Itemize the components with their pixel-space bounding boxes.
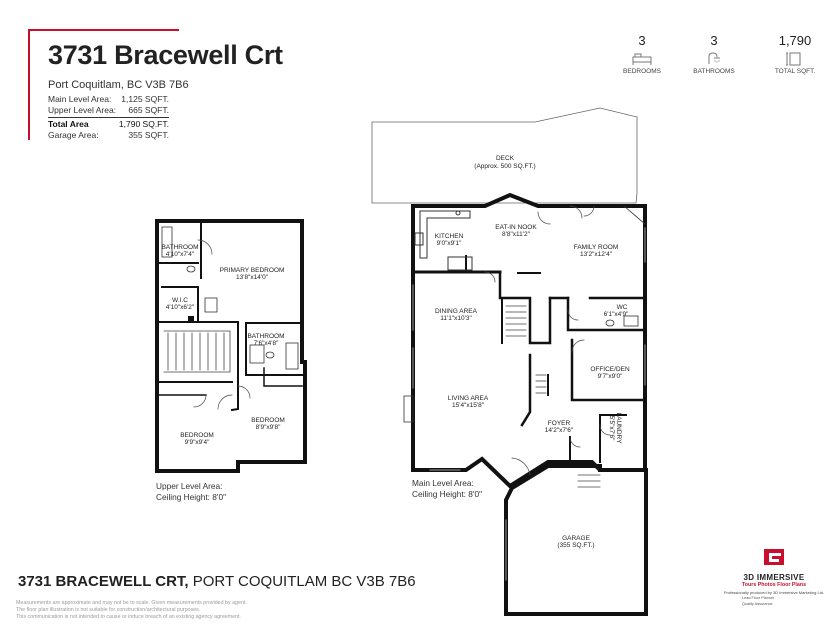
main-level-plan — [371, 107, 648, 616]
brand-name: 3D IMMERSIVE — [743, 573, 805, 582]
room-label-upper-bath-1: BATHROOM — [161, 244, 198, 251]
stat-bedrooms-value: 3 — [638, 33, 646, 48]
room-dims-wc: 6'1"x4'9" — [604, 311, 629, 318]
main-level-note: Main Level Area: Ceiling Height: 8'0" — [412, 478, 482, 499]
room-dims-bedroom-3: 9'9"x9'4" — [185, 439, 210, 446]
bed-icon — [632, 53, 652, 65]
room-dims-deck: (Approx. 500 SQ.FT.) — [474, 163, 535, 170]
stat-total-sqft: 1,790 TOTAL SQFT. — [760, 33, 830, 75]
room-dims-upper-bath-1: 4'10"x7'4" — [166, 251, 195, 258]
room-dims-living-area: 15'4"x15'8" — [452, 402, 485, 409]
footer-address: 3731 BRACEWELL CRT, PORT COQUITLAM BC V3… — [18, 573, 416, 590]
room-dims-garage: (355 SQ.FT.) — [557, 542, 594, 549]
footer-address-street: 3731 BRACEWELL CRT, — [18, 573, 189, 590]
room-dims-bedroom-2: 8'9"x9'8" — [256, 424, 281, 431]
room-label-office-den: OFFICE/DEN — [590, 366, 630, 373]
header-accent-rule-vertical — [28, 29, 30, 140]
room-label-wc: WC — [617, 304, 628, 311]
stat-sqft-value: 1,790 — [778, 33, 812, 48]
room-dims-wic: 4'10"x6'2" — [166, 304, 195, 311]
stat-bedrooms: 3 BEDROOMS — [607, 33, 677, 75]
room-label-deck: DECK — [496, 155, 515, 162]
measure-icon — [786, 52, 801, 66]
brand-quality: Quality Assurance — [742, 602, 773, 606]
area-summary: Main Level Area:1,125 SQFT. Upper Level … — [48, 94, 169, 140]
main-room-labels: DECK (Approx. 500 SQ.FT.) KITCHEN 9'0"x9… — [435, 155, 630, 549]
stat-sqft-label: TOTAL SQFT. — [774, 68, 816, 75]
room-label-family-room: FAMILY ROOM — [574, 244, 619, 251]
room-label-eat-in-nook: EAT-IN NOOK — [495, 224, 537, 231]
room-dims-family-room: 13'2"x12'4" — [580, 251, 613, 258]
disclaimer-line-2: The floor plan illustration is not suita… — [16, 607, 201, 613]
room-label-dining-area: DINING AREA — [435, 308, 478, 315]
room-label-bedroom-3: BEDROOM — [180, 432, 214, 439]
room-label-foyer: FOYER — [548, 420, 571, 427]
room-dims-upper-bath-2: 7'6"x4'8" — [254, 340, 279, 347]
area-row-garage: Garage Area:355 SQFT. — [48, 129, 169, 140]
stat-bedrooms-label: BEDROOMS — [623, 68, 661, 75]
disclaimer-line-1: Measurements are approximate and may not… — [16, 600, 247, 606]
main-level-area-label: Main Level Area: — [412, 478, 474, 488]
disclaimer: Measurements are approximate and may not… — [16, 600, 266, 621]
room-dims-primary-bedroom: 13'8"x14'0" — [236, 274, 269, 281]
brand-credit: Professionally produced by 3D Immersive … — [723, 590, 825, 595]
shower-icon — [708, 52, 720, 64]
room-dims-laundry: 5'5"x7'6" — [608, 416, 615, 441]
stat-bathrooms-value: 3 — [710, 33, 718, 48]
room-label-garage: GARAGE — [562, 535, 590, 542]
upper-level-note: Upper Level Area: Ceiling Height: 8'0" — [156, 481, 226, 502]
room-label-laundry: LAUNDRY — [615, 413, 622, 445]
header-accent-rule — [28, 29, 179, 31]
stat-bathrooms: 3 BATHROOMS — [679, 33, 749, 75]
room-label-bedroom-2: BEDROOM — [251, 417, 285, 424]
room-dims-foyer: 14'2"x7'6" — [545, 427, 574, 434]
area-row-upper: Upper Level Area:665 SQFT. — [48, 104, 169, 115]
brand-logo-icon — [764, 549, 784, 565]
room-label-upper-bath-2: BATHROOM — [247, 333, 284, 340]
room-dims-eat-in-nook: 8'8"x11'2" — [502, 231, 531, 238]
footer-address-city: PORT COQUITLAM BC V3B 7B6 — [188, 573, 416, 590]
disclaimer-line-3: This communication is not intended to ca… — [16, 614, 241, 620]
room-label-wic: W.I.C — [172, 297, 188, 304]
upper-level-plan — [155, 219, 307, 473]
room-label-kitchen: KITCHEN — [435, 233, 464, 240]
main-level-ceiling: Ceiling Height: 8'0" — [412, 488, 483, 499]
brand-tagline: Tours Photos Floor Plans — [741, 582, 807, 588]
room-label-primary-bedroom: PRIMARY BEDROOM — [220, 267, 285, 274]
area-row-main: Main Level Area:1,125 SQFT. — [48, 94, 169, 104]
upper-level-area-label: Upper Level Area: — [156, 481, 223, 491]
brand-lead-planner: Lead Floor Planner — [742, 596, 775, 600]
stat-bathrooms-label: BATHROOMS — [693, 68, 735, 75]
room-dims-dining-area: 11'1"x10'3" — [440, 315, 472, 322]
upper-level-ceiling: Ceiling Height: 8'0" — [156, 491, 227, 502]
room-dims-office-den: 9'7"x9'0" — [598, 373, 623, 380]
room-dims-kitchen: 9'0"x9'1" — [437, 240, 462, 247]
property-title: 3731 Bracewell Crt — [48, 40, 283, 70]
room-label-living-area: LIVING AREA — [448, 395, 489, 402]
upper-room-labels: BATHROOM 4'10"x7'4" PRIMARY BEDROOM 13'8… — [161, 244, 284, 446]
property-address: Port Coquitlam, BC V3B 7B6 — [48, 79, 189, 91]
brand-block: 3D IMMERSIVE Tours Photos Floor Plans Pr… — [722, 548, 826, 607]
